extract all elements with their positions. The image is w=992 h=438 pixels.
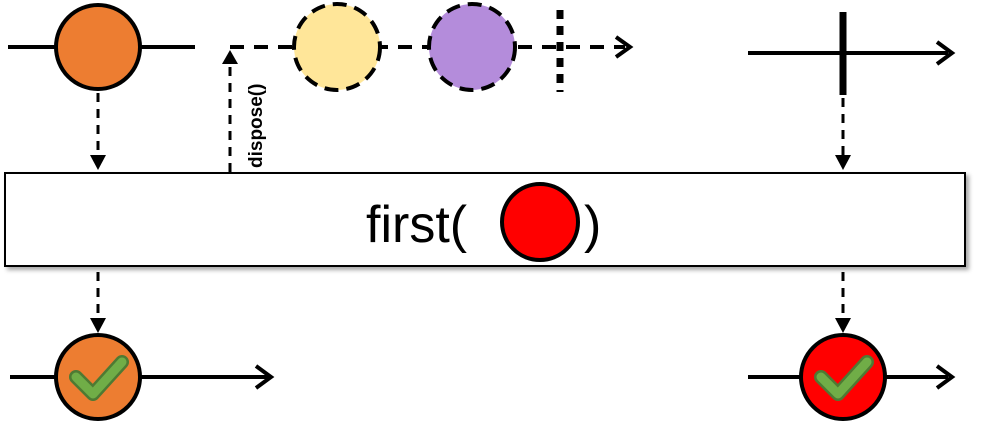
arrow-head	[222, 50, 238, 64]
output-timeline-left	[10, 333, 275, 421]
operator-name: first(	[366, 196, 468, 254]
arrow-head	[935, 40, 956, 66]
operator-close-paren: )	[584, 196, 601, 254]
arrow-head	[90, 155, 106, 170]
disposed-timeline	[230, 2, 634, 92]
dispose-arrow: dispose()	[222, 50, 267, 172]
red-output-marble	[799, 333, 887, 421]
operator-box: first( )	[4, 172, 966, 267]
predicate-red-marble	[500, 182, 580, 262]
arrow-head	[90, 318, 106, 333]
purple-marble-disposed	[427, 2, 517, 92]
arrow-head	[835, 155, 851, 170]
checkmark-icon-fill	[816, 357, 872, 399]
arrow-head	[614, 35, 634, 59]
yellow-marble-disposed	[292, 2, 382, 92]
arrow-head	[935, 364, 956, 390]
checkmark-icon-fill	[71, 357, 127, 399]
output-arrow-right	[835, 272, 851, 333]
source-timeline-right	[748, 12, 956, 95]
operator-rect	[4, 172, 966, 267]
orange-marble	[54, 3, 142, 91]
arrow-head	[835, 318, 851, 333]
source-timeline-left	[8, 3, 195, 91]
input-arrow-left	[90, 93, 106, 170]
arrow-head	[254, 364, 275, 390]
output-arrow-left	[90, 272, 106, 333]
output-timeline-right	[748, 333, 956, 421]
input-arrow-right	[835, 98, 851, 170]
orange-output-marble	[54, 333, 142, 421]
dispose-label: dispose()	[246, 84, 267, 168]
